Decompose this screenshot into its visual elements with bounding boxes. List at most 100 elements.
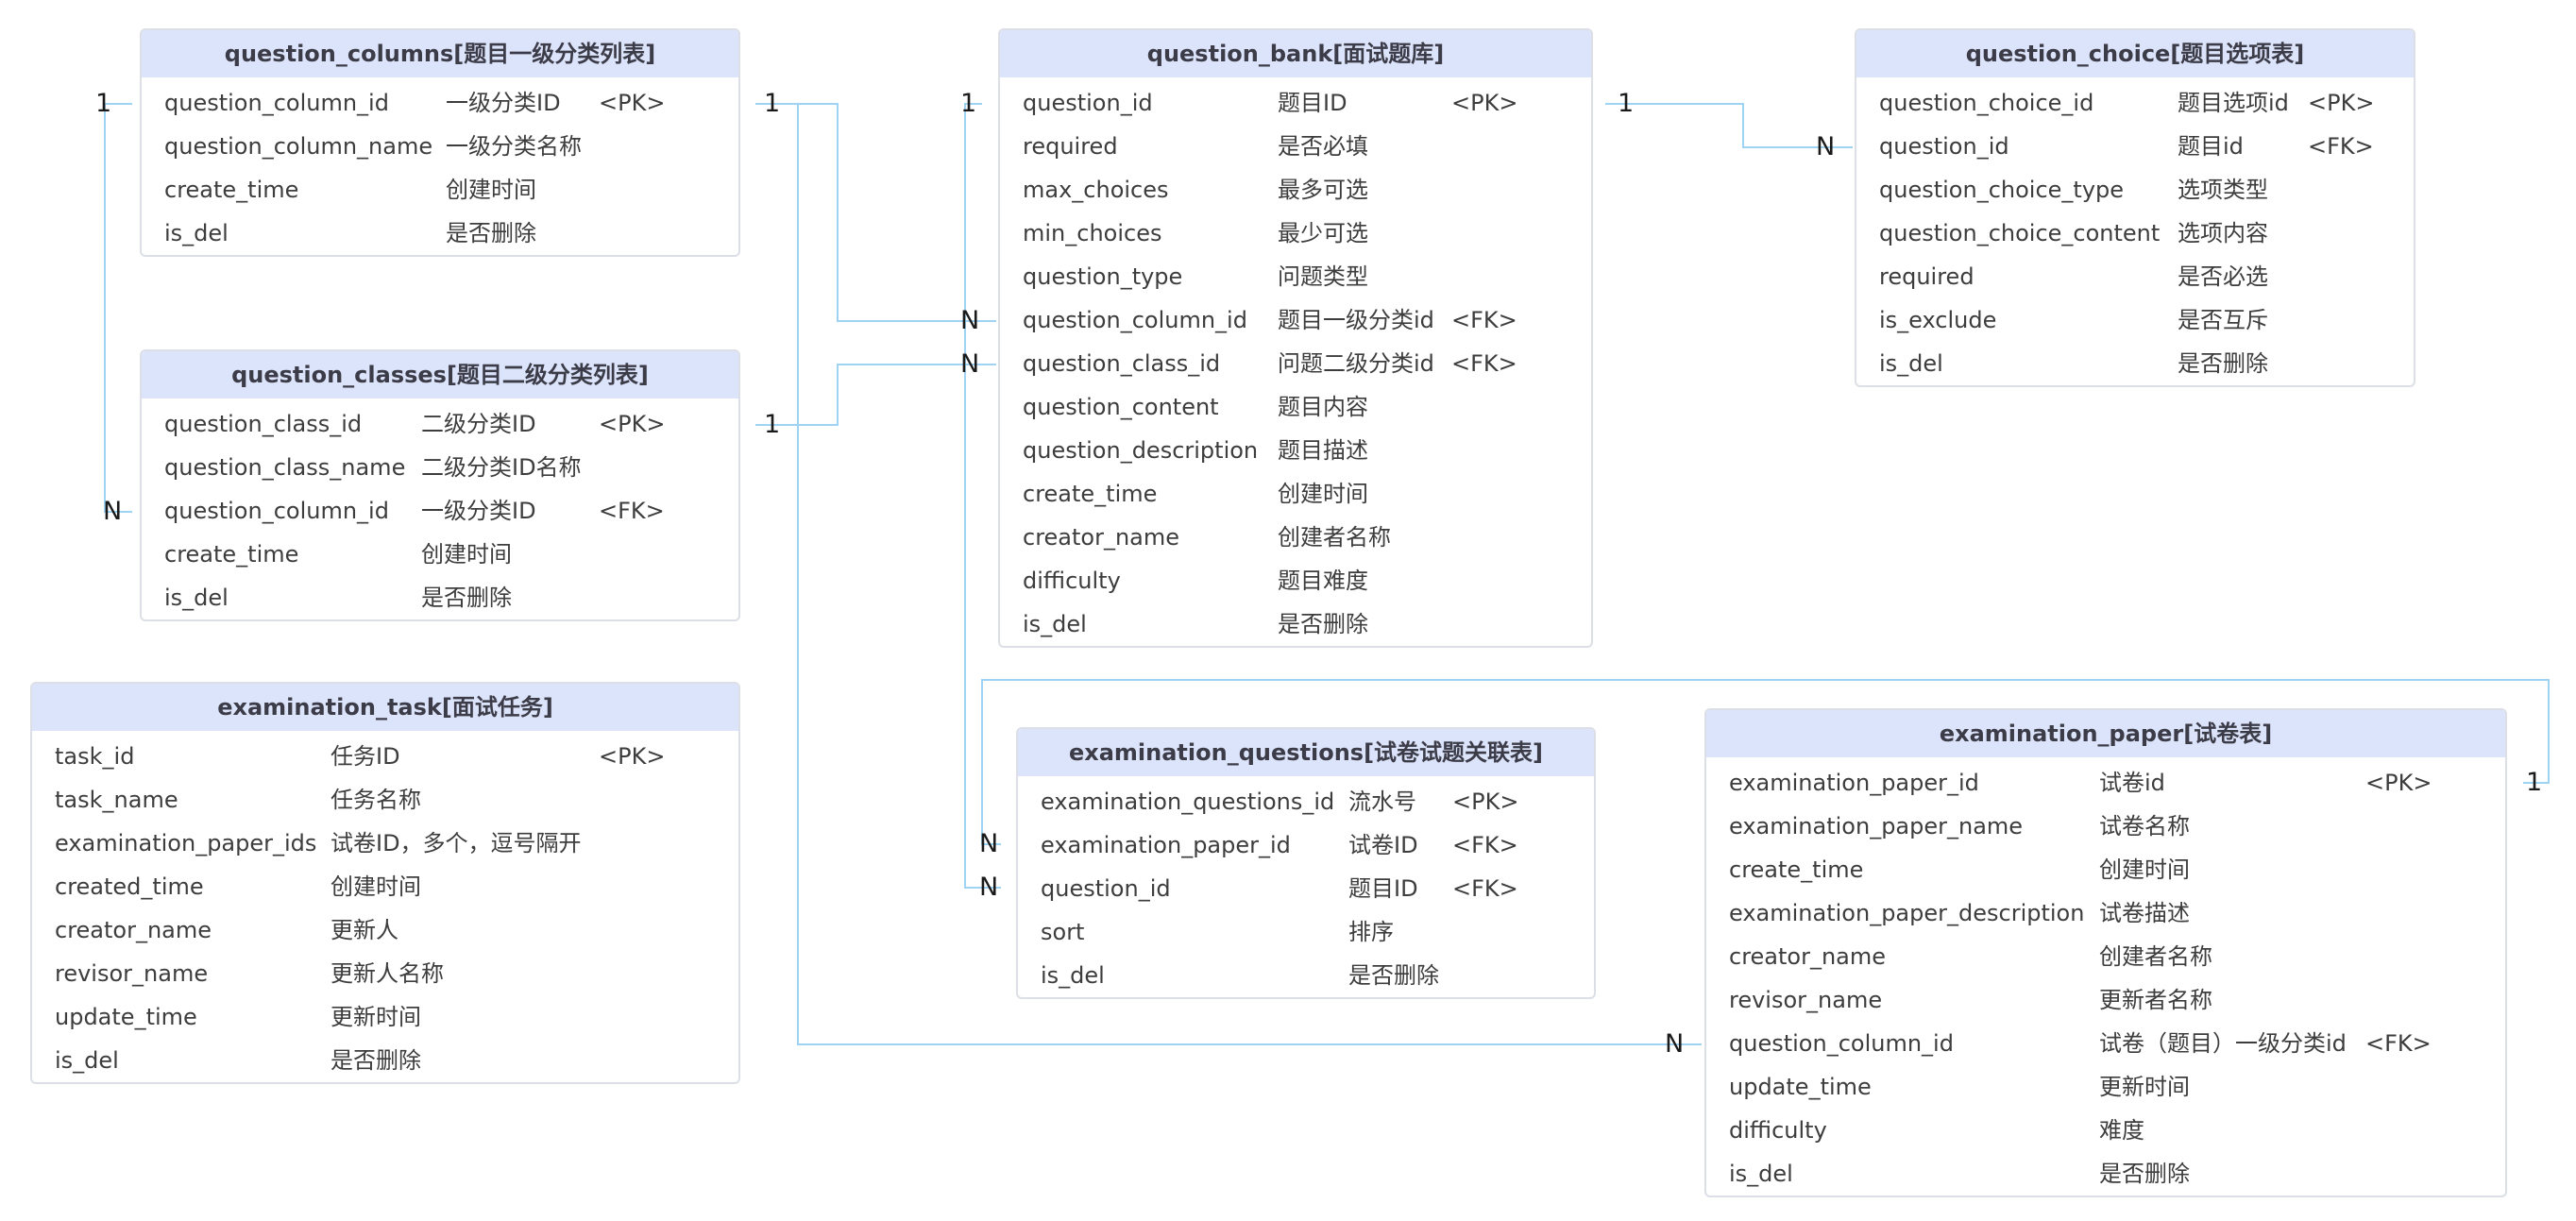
cardinality-label: N — [1816, 132, 1836, 161]
field-row: creator_name 创建者名称 — [1706, 935, 2505, 978]
field-comment: 是否必选 — [2178, 263, 2268, 290]
field-comment: 创建者名称 — [2099, 943, 2212, 970]
field-key: <FK> — [599, 498, 665, 524]
field-name: question_column_id — [164, 90, 389, 116]
field-comment: 选项内容 — [2178, 220, 2268, 246]
field-name: question_column_id — [164, 498, 389, 524]
field-name: question_column_id — [1023, 307, 1247, 333]
field-name: creator_name — [1023, 524, 1180, 551]
field-name: update_time — [1729, 1074, 1872, 1100]
field-comment: 题目选项id — [2178, 90, 2289, 116]
field-name: question_column_id — [1729, 1030, 1954, 1057]
relation-columns-classes — [104, 103, 132, 513]
field-comment: 试卷（题目）一级分类id — [2099, 1030, 2347, 1057]
cardinality-label: N — [960, 349, 980, 379]
field-comment: 更新人 — [330, 917, 398, 943]
field-name: question_choice_content — [1879, 220, 2161, 246]
field-key: <FK> — [2308, 133, 2374, 160]
field-name: examination_paper_name — [1729, 813, 2024, 839]
field-name: question_id — [1041, 875, 1171, 902]
field-name: question_content — [1023, 394, 1219, 420]
entity-title: question_choice[题目选项表] — [1856, 30, 2414, 77]
field-name: create_time — [1729, 856, 1864, 883]
field-name: is_del — [1879, 350, 1943, 377]
entity-title: examination_task[面试任务] — [32, 684, 738, 731]
field-comment: 是否删除 — [421, 585, 512, 611]
field-comment: 一级分类名称 — [446, 133, 582, 160]
field-name: sort — [1041, 919, 1085, 945]
cardinality-label: N — [103, 497, 123, 526]
field-row: update_time 更新时间 — [32, 995, 738, 1039]
field-key: <PK> — [599, 411, 666, 437]
field-comment: 一级分类ID — [421, 498, 536, 524]
entity-question-choice: question_choice[题目选项表]question_choice_id… — [1855, 28, 2415, 387]
field-row: required 是否必选 — [1856, 255, 2414, 298]
field-name: question_id — [1023, 90, 1153, 116]
field-name: revisor_name — [1729, 987, 1883, 1013]
field-name: creator_name — [1729, 943, 1887, 970]
field-key: <PK> — [1451, 90, 1518, 116]
field-name: required — [1879, 263, 1974, 290]
field-comment: 一级分类ID — [446, 90, 561, 116]
field-name: create_time — [164, 541, 299, 568]
field-name: min_choices — [1023, 220, 1162, 246]
field-name: created_time — [55, 873, 204, 900]
field-comment: 是否删除 — [2178, 350, 2268, 377]
field-key: <FK> — [1452, 875, 1518, 902]
relation-bank-questions — [964, 103, 1001, 889]
field-name: difficulty — [1023, 568, 1121, 594]
field-comment: 试卷id — [2099, 770, 2165, 796]
field-name: examination_questions_id — [1041, 789, 1335, 815]
field-comment: 难度 — [2099, 1117, 2144, 1144]
field-comment: 是否删除 — [1278, 611, 1368, 637]
field-comment: 更新时间 — [330, 1004, 421, 1030]
field-key: <PK> — [2308, 90, 2375, 116]
field-comment: 任务名称 — [330, 787, 421, 813]
field-row: is_del 是否删除 — [1856, 342, 2414, 385]
field-comment: 是否删除 — [1348, 962, 1439, 989]
field-key: <FK> — [1451, 350, 1517, 377]
field-name: is_del — [55, 1047, 119, 1074]
field-comment: 任务ID — [330, 743, 400, 770]
field-comment: 是否必填 — [1278, 133, 1368, 160]
field-comment: 二级分类ID名称 — [421, 454, 582, 481]
field-comment: 题目描述 — [1278, 437, 1368, 464]
field-name: examination_paper_id — [1729, 770, 1979, 796]
field-name: examination_paper_ids — [55, 830, 317, 856]
field-name: examination_paper_description — [1729, 900, 2085, 926]
cardinality-label: 1 — [764, 410, 781, 439]
field-comment: 选项类型 — [2178, 177, 2268, 203]
cardinality-label: 1 — [95, 89, 112, 118]
field-name: update_time — [55, 1004, 197, 1030]
entity-title: question_columns[题目一级分类列表] — [142, 30, 738, 77]
field-name: question_class_id — [1023, 350, 1221, 377]
